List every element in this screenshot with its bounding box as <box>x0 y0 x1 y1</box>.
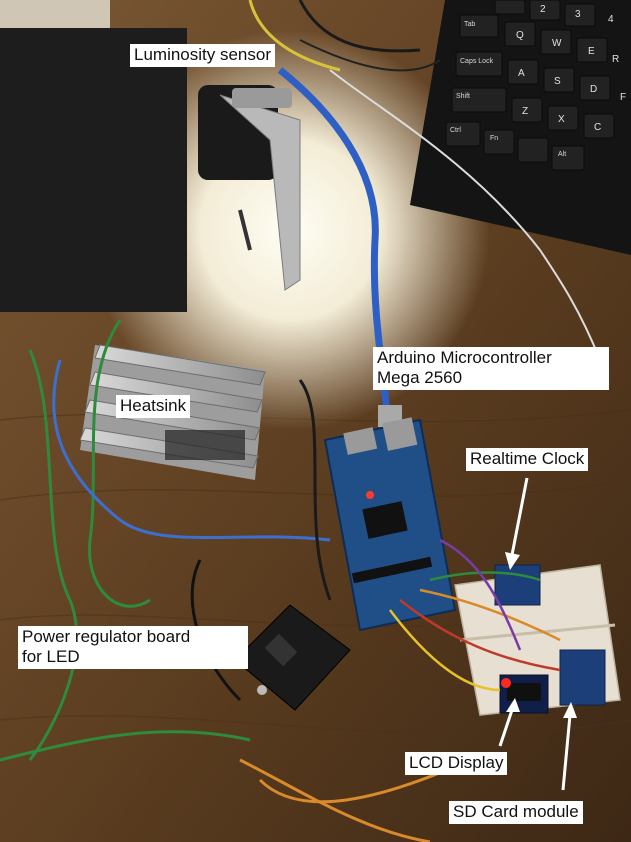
power-regulator-board <box>234 604 351 711</box>
arduino-label: Arduino Microcontroller Mega 2560 <box>373 347 609 390</box>
redacted-region <box>0 28 187 312</box>
key-label: R <box>612 54 619 65</box>
jumper-wires <box>389 538 561 692</box>
top-left-object <box>0 0 110 30</box>
key-label: X <box>558 114 565 125</box>
top-wires <box>248 0 601 361</box>
lcd-arrow <box>498 709 514 747</box>
sd-card-module <box>559 649 606 706</box>
heatsink-label: Heatsink <box>116 395 191 418</box>
key-label: Q <box>516 30 524 41</box>
power-regulator-label-line2: for LED <box>22 647 80 666</box>
luminosity-sensor-label: Luminosity sensor <box>130 44 276 67</box>
annotation-arrows <box>498 477 577 791</box>
key-label: 3 <box>575 9 581 20</box>
arduino-label-line2: Mega 2560 <box>377 368 463 387</box>
key-label: 4 <box>608 14 614 25</box>
key-label: Fn <box>490 135 498 142</box>
key-label: 2 <box>540 4 546 15</box>
power-regulator-label-line1: Power regulator board <box>22 627 191 646</box>
power-led <box>366 491 374 499</box>
loose-wires <box>0 319 471 842</box>
rtc-arrow <box>510 477 529 556</box>
helping-hands-clamp <box>198 85 301 291</box>
key-label: E <box>588 46 595 57</box>
keyboard: Tab Caps Lock Shift Ctrl Fn Alt Q W E R … <box>410 0 631 255</box>
key-label: A <box>518 68 525 79</box>
sd-card-label: SD Card module <box>449 801 583 824</box>
realtime-clock-label: Realtime Clock <box>466 448 589 471</box>
key-label: Caps Lock <box>460 58 494 65</box>
arduino-label-line1: Arduino Microcontroller <box>377 348 552 367</box>
key-label: D <box>590 84 597 95</box>
rtc-module <box>494 564 541 606</box>
power-regulator-label: Power regulator board for LED <box>18 626 248 669</box>
lcd-module <box>499 674 549 714</box>
key-label: C <box>594 122 601 133</box>
key-label: W <box>552 38 562 49</box>
key-label: Alt <box>558 151 566 158</box>
key-label: F <box>620 92 626 103</box>
key-label: Z <box>522 106 528 117</box>
key-label: S <box>554 76 561 87</box>
sd-arrow <box>561 714 572 791</box>
lcd-display-label: LCD Display <box>405 752 508 775</box>
arduino-mega-board <box>323 417 457 632</box>
key-label: Tab <box>464 21 475 28</box>
key-label: Shift <box>456 93 470 100</box>
key-label: Ctrl <box>450 127 461 134</box>
